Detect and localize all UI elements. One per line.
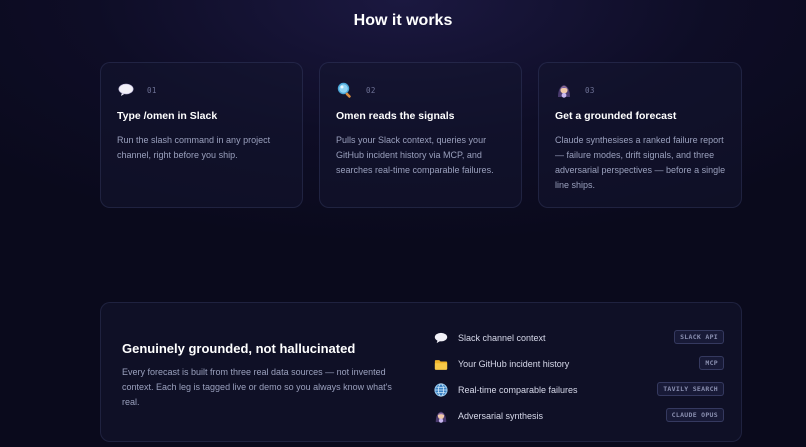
globe-icon — [434, 383, 448, 397]
step-description: Pulls your Slack context, queries your G… — [336, 135, 494, 175]
speech-bubble-icon — [117, 82, 135, 98]
magnifying-glass-icon — [336, 82, 354, 98]
panel-title: Genuinely grounded, not hallucinated — [122, 341, 356, 356]
step-card-2: 02 Omen reads the signals Pulls your Sla… — [319, 62, 522, 208]
data-sources-list: Slack channel context SLACK API Your Git… — [434, 325, 724, 429]
grounded-panel: Genuinely grounded, not hallucinated Eve… — [100, 302, 742, 442]
source-badge: TAVILY SEARCH — [657, 382, 724, 396]
source-label: Your GitHub incident history — [458, 359, 570, 369]
panel-description: Every forecast is built from three real … — [122, 367, 392, 407]
step-header: 02 — [336, 82, 376, 98]
step-number: 03 — [585, 85, 595, 95]
list-item: Your GitHub incident history MCP — [434, 351, 724, 377]
list-item: Slack channel context SLACK API — [434, 325, 724, 351]
source-badge: SLACK API — [674, 330, 724, 344]
source-badge: CLAUDE OPUS — [665, 408, 724, 422]
step-title: Get a grounded forecast — [555, 110, 677, 122]
step-card-3: 03 Get a grounded forecast Claude synthe… — [538, 62, 742, 208]
list-item: Real-time comparable failures TAVILY SEA… — [434, 377, 724, 403]
fortune-teller-icon — [555, 82, 573, 98]
section-heading: How it works — [353, 12, 453, 29]
source-label: Adversarial synthesis — [458, 411, 544, 421]
step-title: Omen reads the signals — [336, 110, 455, 122]
source-label: Real-time comparable failures — [458, 385, 578, 395]
step-header: 01 — [117, 82, 157, 98]
step-title: Type /omen in Slack — [117, 110, 218, 122]
folder-icon — [434, 357, 448, 371]
step-number: 01 — [147, 85, 157, 95]
source-badge: MCP — [699, 356, 724, 370]
step-description: Claude synthesises a ranked failure repo… — [555, 135, 726, 190]
list-item: Adversarial synthesis CLAUDE OPUS — [434, 403, 724, 429]
fortune-teller-icon — [434, 409, 448, 423]
step-number: 02 — [366, 85, 376, 95]
step-card-1: 01 Type /omen in Slack Run the slash com… — [100, 62, 303, 208]
step-header: 03 — [555, 82, 595, 98]
step-description: Run the slash command in any project cha… — [117, 135, 271, 160]
speech-bubble-icon — [434, 331, 448, 345]
source-label: Slack channel context — [458, 333, 546, 343]
steps-grid: 01 Type /omen in Slack Run the slash com… — [100, 62, 742, 208]
